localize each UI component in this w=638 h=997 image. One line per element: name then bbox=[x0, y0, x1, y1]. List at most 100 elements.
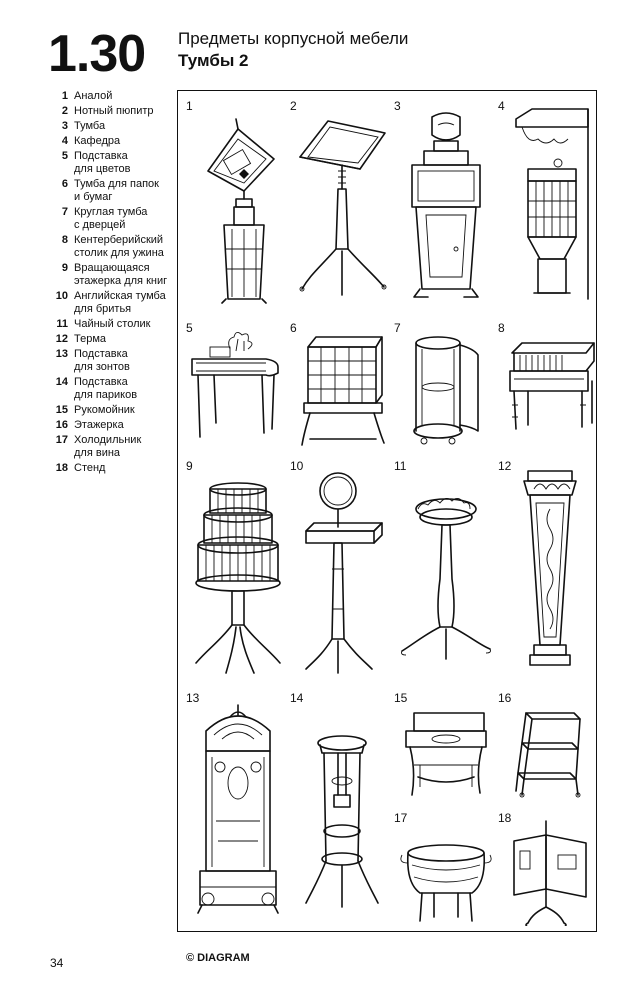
lectern-drawing bbox=[207, 118, 275, 304]
figure-number: 4 bbox=[498, 99, 505, 113]
page-category: Предметы корпусной мебели bbox=[178, 29, 409, 48]
figure-number: 12 bbox=[498, 459, 512, 473]
figure-wig-stand: 14 bbox=[290, 691, 395, 926]
figure-pulpit: 4 bbox=[498, 99, 603, 304]
legend-item: 10 Английская тумба для бритья bbox=[50, 290, 175, 316]
figure-display-stand: 18 bbox=[498, 811, 603, 926]
figure-number: 7 bbox=[394, 321, 401, 335]
legend-number: 14 bbox=[55, 376, 68, 388]
legend-label: Тумба bbox=[74, 120, 106, 132]
file-cabinet-drawing bbox=[301, 336, 385, 446]
legend-item: 9 Вращающаяся этажерка для книг bbox=[50, 262, 175, 288]
copyright: © DIAGRAM bbox=[186, 952, 250, 964]
figure-music-stand: 2 bbox=[290, 99, 395, 304]
legend-number: 17 bbox=[55, 434, 68, 446]
figure-washstand: 15 bbox=[394, 691, 499, 806]
legend-number: 5 bbox=[61, 150, 68, 162]
legend-number: 1 bbox=[61, 90, 68, 102]
whatnot-shelf-drawing bbox=[515, 712, 581, 798]
illustration-plate: 1 2 3 bbox=[177, 90, 597, 932]
figure-umbrella-stand: 13 bbox=[186, 691, 291, 926]
terma-drawing bbox=[523, 470, 577, 666]
figure-number: 1 bbox=[186, 99, 193, 113]
title-block: Предметы корпусной мебели Тумбы 2 bbox=[178, 28, 408, 72]
legend-label: Подставка для цветов bbox=[74, 150, 131, 175]
tea-table-drawing bbox=[401, 498, 491, 660]
figure-round-cabinet: 7 bbox=[394, 321, 499, 451]
section-number: 1.30 bbox=[48, 25, 146, 83]
canterbury-table-drawing bbox=[509, 342, 595, 430]
legend-label: Терма bbox=[74, 333, 107, 345]
wine-cooler-drawing bbox=[400, 844, 492, 922]
legend-number: 4 bbox=[61, 135, 68, 147]
legend-number: 16 bbox=[55, 419, 68, 431]
legend-label: Вращающаяся этажерка для книг bbox=[74, 262, 168, 287]
flower-stand-drawing bbox=[191, 332, 279, 438]
figure-number: 8 bbox=[498, 321, 505, 335]
legend-number: 8 bbox=[61, 234, 68, 246]
legend-label: Холодильник для вина bbox=[74, 434, 142, 459]
legend-label: Подставка для зонтов bbox=[74, 348, 130, 373]
figure-number: 15 bbox=[394, 691, 408, 705]
legend-label: Кафедра bbox=[74, 135, 121, 147]
figure-number: 2 bbox=[290, 99, 297, 113]
legend-label: Кентерберийский столик для ужина bbox=[74, 234, 164, 259]
figure-canterbury-table: 8 bbox=[498, 321, 603, 451]
legend-label: Круглая тумба с дверцей bbox=[74, 206, 148, 231]
legend-label: Стенд bbox=[74, 462, 106, 474]
legend-number: 7 bbox=[61, 206, 68, 218]
figure-number: 18 bbox=[498, 811, 512, 825]
legend-number: 2 bbox=[61, 105, 68, 117]
revolving-bookcase-drawing bbox=[195, 482, 281, 674]
figure-number: 16 bbox=[498, 691, 512, 705]
figure-revolving-bookcase: 9 bbox=[186, 459, 291, 684]
display-stand-drawing bbox=[513, 820, 587, 926]
legend-item: 3 Тумба bbox=[50, 120, 175, 133]
legend-label: Этажерка bbox=[74, 419, 124, 431]
legend-number: 3 bbox=[61, 120, 68, 132]
legend-item: 12 Терма bbox=[50, 333, 175, 346]
legend-label: Тумба для папок и бумаг bbox=[74, 178, 159, 203]
legend-item: 7 Круглая тумба с дверцей bbox=[50, 206, 175, 232]
legend-label: Аналой bbox=[74, 90, 113, 102]
figure-number: 3 bbox=[394, 99, 401, 113]
umbrella-stand-drawing bbox=[197, 704, 279, 914]
figure-number: 13 bbox=[186, 691, 200, 705]
legend-label: Чайный столик bbox=[74, 318, 151, 330]
music-stand-drawing bbox=[299, 120, 387, 296]
pulpit-drawing bbox=[515, 108, 589, 300]
legend-label: Английская тумба для бритья bbox=[74, 290, 166, 315]
legend-item: 16 Этажерка bbox=[50, 419, 175, 432]
figure-number: 11 bbox=[394, 459, 407, 473]
legend-number: 12 bbox=[55, 333, 68, 345]
figure-wine-cooler: 17 bbox=[394, 811, 499, 926]
legend-label: Рукомойник bbox=[74, 404, 135, 416]
legend-number: 10 bbox=[55, 290, 68, 302]
washstand-drawing bbox=[405, 712, 487, 796]
legend-item: 2 Нотный пюпитр bbox=[50, 105, 175, 118]
legend-item: 17 Холодильник для вина bbox=[50, 434, 175, 460]
figure-number: 14 bbox=[290, 691, 304, 705]
wig-stand-drawing bbox=[305, 735, 379, 908]
figure-pedestal-cabinet: 3 bbox=[394, 99, 499, 304]
legend-list: 1 Аналой 2 Нотный пюпитр 3 Тумба 4 Кафедра 5… bbox=[50, 90, 175, 477]
figure-number: 9 bbox=[186, 459, 193, 473]
figure-number: 5 bbox=[186, 321, 193, 335]
legend-label: Подставка для париков bbox=[74, 376, 138, 401]
figure-number: 10 bbox=[290, 459, 304, 473]
legend-number: 15 bbox=[55, 404, 68, 416]
legend-number: 18 bbox=[55, 462, 68, 474]
legend-item: 1 Аналой bbox=[50, 90, 175, 103]
legend-item: 14 Подставка для париков bbox=[50, 376, 175, 402]
figure-flower-stand: 5 bbox=[186, 321, 291, 451]
legend-item: 18 Стенд bbox=[50, 462, 175, 475]
figure-tea-table: 11 bbox=[394, 459, 499, 684]
legend-number: 9 bbox=[61, 262, 68, 274]
legend-item: 8 Кентерберийский столик для ужина bbox=[50, 234, 175, 260]
pedestal-cabinet-drawing bbox=[411, 112, 481, 298]
legend-number: 11 bbox=[56, 318, 68, 330]
legend-label: Нотный пюпитр bbox=[74, 105, 154, 117]
legend-number: 6 bbox=[61, 178, 68, 190]
figure-whatnot-shelf: 16 bbox=[498, 691, 603, 806]
